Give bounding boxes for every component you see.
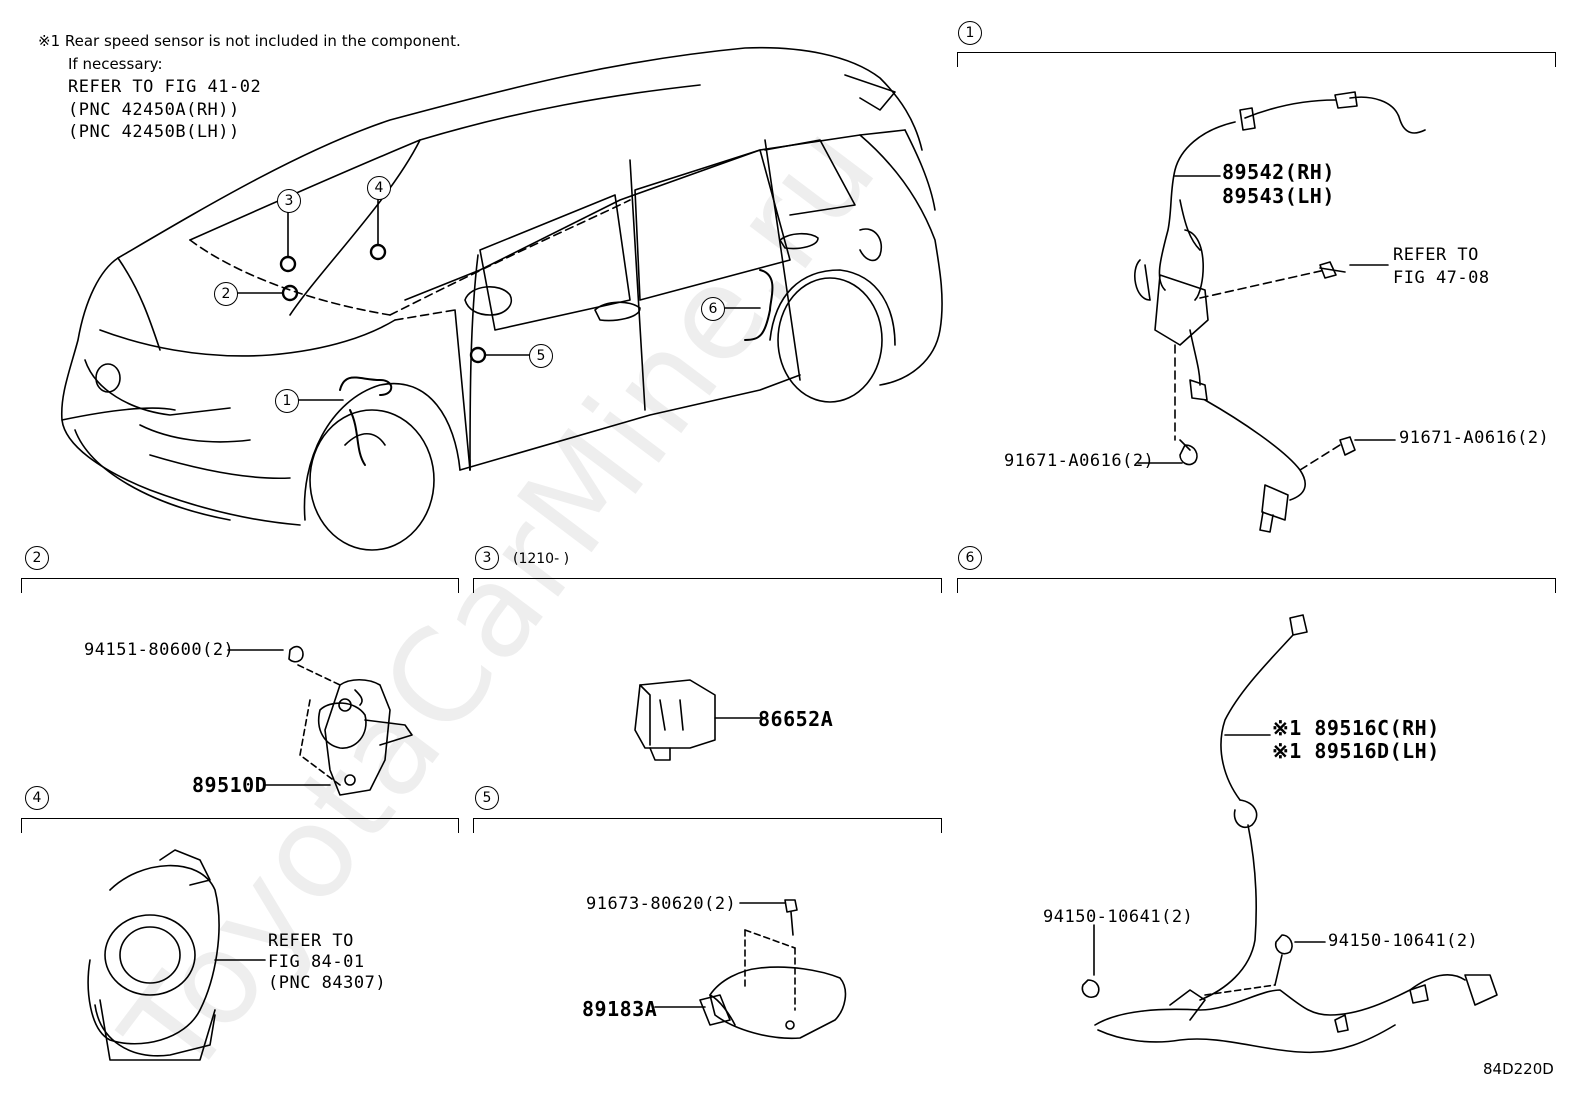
callout-4: 4 bbox=[367, 176, 391, 200]
refer-fig-47-line2: FIG 47-08 bbox=[1393, 268, 1490, 288]
refer-fig-84-line2: FIG 84-01 bbox=[268, 952, 365, 972]
nut-94151: 94151-80600(2) bbox=[84, 640, 235, 660]
callout-6: 6 bbox=[701, 297, 725, 321]
note-line-4: (PNC 42450A(RH)) bbox=[68, 100, 240, 120]
callout-3: 3 bbox=[277, 189, 301, 213]
section-5-art bbox=[654, 899, 847, 1040]
part-89516D: ※1 89516D(LH) bbox=[1272, 739, 1440, 763]
section-1-art bbox=[1134, 91, 1426, 533]
section-1-number: 1 bbox=[958, 21, 982, 45]
section-1-bracket bbox=[957, 52, 1556, 67]
refer-fig-47-line1: REFER TO bbox=[1393, 245, 1479, 265]
callout-2: 2 bbox=[214, 282, 238, 306]
section-4-bracket bbox=[21, 818, 459, 833]
refer-fig-84-line3: (PNC 84307) bbox=[268, 973, 387, 993]
bolt-91671-right: 91671-A0616(2) bbox=[1399, 428, 1550, 448]
note-line-2: If necessary: bbox=[68, 55, 163, 73]
section-2-art bbox=[227, 645, 413, 796]
section-3-bracket bbox=[473, 578, 942, 593]
car-illustration bbox=[60, 46, 943, 551]
section-3-art bbox=[634, 679, 766, 761]
section-3-number: 3 bbox=[475, 546, 499, 570]
nut-94150-right: 94150-10641(2) bbox=[1328, 931, 1479, 951]
section-6-art bbox=[1081, 614, 1498, 1054]
part-89516C: ※1 89516C(RH) bbox=[1272, 716, 1440, 740]
note-line-1: ※1 Rear speed sensor is not included in … bbox=[38, 32, 461, 50]
section-2-bracket bbox=[21, 578, 459, 593]
section-4-art bbox=[87, 849, 266, 1061]
nut-94150-left: 94150-10641(2) bbox=[1043, 907, 1194, 927]
callout-5: 5 bbox=[529, 344, 553, 368]
refer-fig-84-line1: REFER TO bbox=[268, 931, 354, 951]
bolt-91671-left: 91671-A0616(2) bbox=[1004, 451, 1155, 471]
section-5-bracket bbox=[473, 818, 942, 833]
part-89543: 89543(LH) bbox=[1222, 184, 1335, 208]
section-6-number: 6 bbox=[958, 546, 982, 570]
part-89183A: 89183A bbox=[582, 997, 658, 1021]
section-6-bracket bbox=[957, 578, 1556, 593]
note-line-5: (PNC 42450B(LH)) bbox=[68, 122, 240, 142]
callout-1: 1 bbox=[275, 389, 299, 413]
note-line-3: REFER TO FIG 41-02 bbox=[68, 77, 262, 97]
part-86652A: 86652A bbox=[758, 707, 834, 731]
section-3-suffix: (1210- ) bbox=[513, 551, 570, 567]
part-89542: 89542(RH) bbox=[1222, 160, 1335, 184]
bolt-91673: 91673-80620(2) bbox=[586, 894, 737, 914]
diagram-code: 84D220D bbox=[1483, 1060, 1554, 1078]
section-5-number: 5 bbox=[475, 786, 499, 810]
section-4-number: 4 bbox=[25, 786, 49, 810]
part-89510D: 89510D bbox=[192, 773, 268, 797]
section-2-number: 2 bbox=[25, 546, 49, 570]
